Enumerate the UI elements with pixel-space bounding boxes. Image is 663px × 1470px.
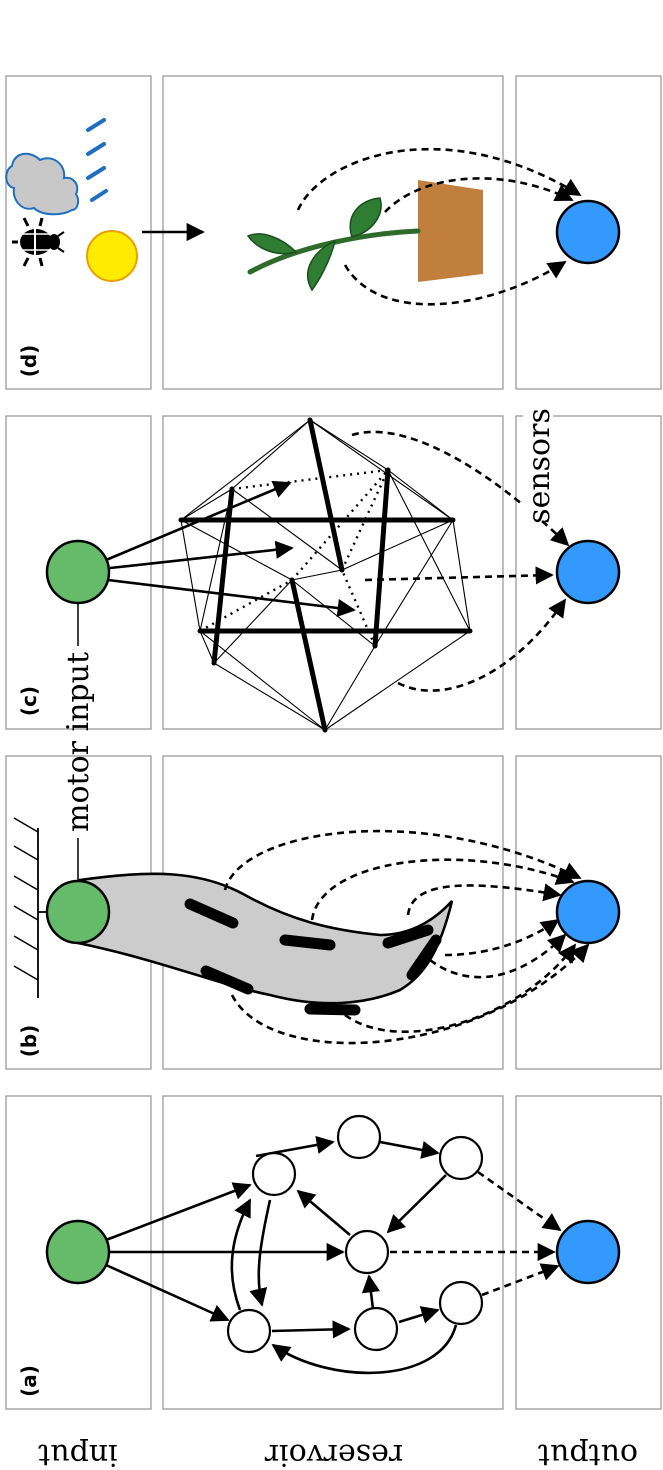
bug-icon — [12, 217, 65, 267]
panel-a-network — [45, 1114, 621, 1375]
sun-icon — [86, 230, 138, 282]
row-label-input: input — [38, 1437, 118, 1470]
panel-label-d: (d) — [17, 345, 41, 378]
panel-d-plant — [5, 118, 621, 306]
output-node — [555, 539, 621, 605]
input-node — [45, 1219, 111, 1285]
panel-label-a: (a) — [17, 1365, 41, 1397]
input-node — [45, 539, 111, 605]
reservoir-node — [438, 1135, 484, 1181]
output-node — [555, 199, 621, 265]
row-label-output: output — [538, 1437, 638, 1470]
reservoir-node — [438, 1280, 484, 1326]
output-node — [555, 1219, 621, 1285]
plant-pot — [418, 180, 483, 282]
cloud-rain-icon — [5, 118, 108, 216]
motor-input-label: motor input — [61, 652, 96, 832]
sensors-label: sensors — [522, 408, 557, 524]
reservoir-node — [336, 1114, 382, 1160]
reservoir-node — [251, 1151, 297, 1197]
row-label-reservoir: reservoir — [264, 1437, 403, 1470]
reservoir-node — [226, 1308, 272, 1354]
panel-b-tentacle — [13, 817, 621, 1045]
reservoir-node — [344, 1229, 390, 1275]
reservoir-node — [353, 1306, 399, 1352]
panel-c-tensegrity — [45, 417, 621, 733]
panel-label-c: (c) — [17, 686, 41, 716]
panel-label-b: (b) — [17, 1025, 41, 1058]
output-node — [555, 879, 621, 945]
tentacle-body — [76, 872, 454, 1005]
input-node — [45, 879, 111, 945]
